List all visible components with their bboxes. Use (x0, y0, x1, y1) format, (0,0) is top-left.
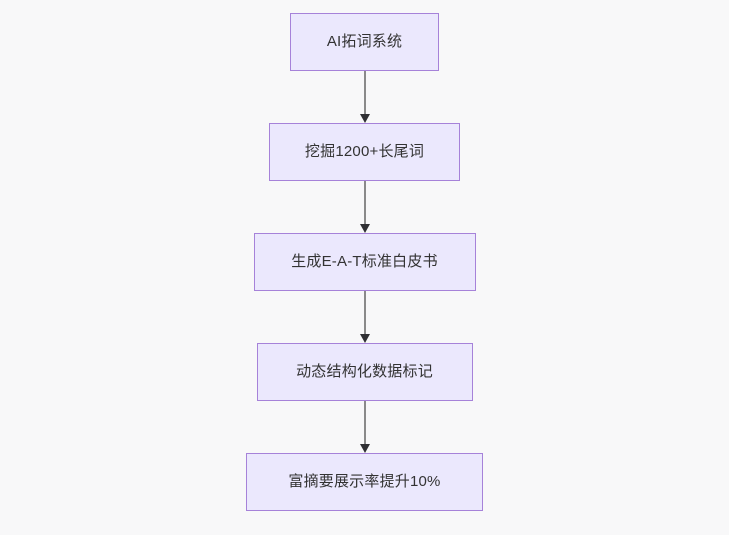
flow-arrow-3 (359, 291, 370, 343)
flow-arrow-2 (359, 181, 370, 233)
flow-node-rich-snippet-impression-lift[interactable]: 富摘要展示率提升10% (246, 453, 483, 511)
flow-node-label: AI拓词系统 (326, 33, 403, 50)
flow-node-label: 富摘要展示率提升10% (288, 473, 441, 490)
arrow-line (363, 181, 366, 224)
flow-node-label: 挖掘1200+长尾词 (304, 143, 425, 160)
flow-arrow-4 (359, 401, 370, 453)
arrow-head-icon (359, 334, 370, 343)
arrow-line (363, 401, 366, 444)
arrow-line (363, 291, 366, 334)
arrow-head-icon (359, 224, 370, 233)
flow-node-ai-keyword-system[interactable]: AI拓词系统 (290, 13, 439, 71)
arrow-head-icon (359, 444, 370, 453)
arrow-line (363, 71, 366, 114)
flow-node-label: 动态结构化数据标记 (296, 363, 433, 380)
flow-arrow-1 (359, 71, 370, 123)
flow-node-dynamic-structured-data-markup[interactable]: 动态结构化数据标记 (256, 343, 473, 401)
arrow-head-icon (359, 114, 370, 123)
flow-node-mine-longtail-keywords[interactable]: 挖掘1200+长尾词 (269, 123, 460, 181)
flow-node-label: 生成E-A-T标准白皮书 (291, 253, 438, 270)
flow-node-generate-eat-whitepaper[interactable]: 生成E-A-T标准白皮书 (253, 233, 476, 291)
